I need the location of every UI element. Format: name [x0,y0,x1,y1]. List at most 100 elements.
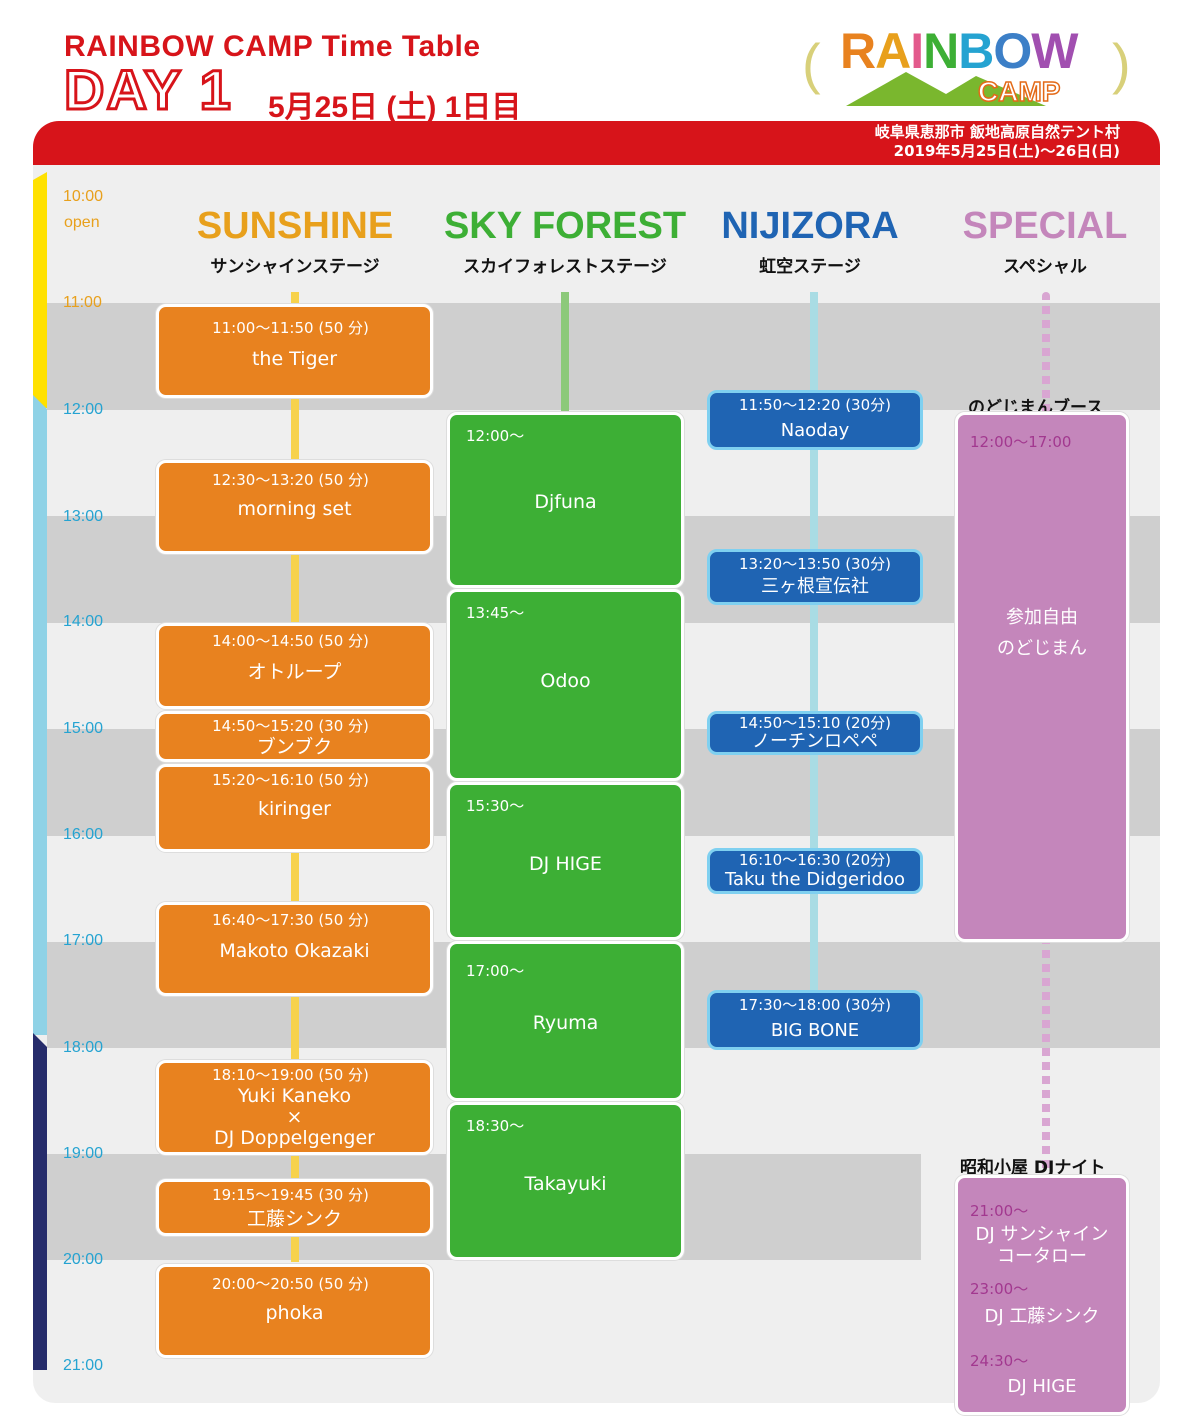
skyforest-set: 15:30〜 DJ HIGE [447,782,684,940]
set-artist: Yuki Kaneko [237,1085,352,1107]
rainbow-camp-logo: ( ) RAINBOW CAMP [800,18,1140,108]
set-time: 17:30〜18:00 (30分) [738,996,891,1014]
set-time: 14:00〜14:50 (50 分) [212,632,369,650]
dj-name: DJ HIGE [1007,1376,1077,1397]
stage-name-jp: スペシャル [1003,257,1087,277]
stage-name-jp: スカイフォレストステージ [463,257,667,277]
set-artist: Odoo [540,670,591,692]
time-21: 21:00 [63,1357,104,1374]
logo-paren-left: ( [802,32,821,95]
logo-letter: R [840,23,876,79]
stage-header-skyforest: SKY FOREST スカイフォレストステージ [440,204,690,277]
stage-name-jp: サンシャインステージ [210,257,380,277]
dj-name: DJ サンシャイン [975,1224,1109,1245]
stage-header-special: SPECIAL スペシャル [945,204,1145,277]
page-title: RAINBOW CAMP Time Table [64,30,481,63]
skyforest-line [561,292,569,412]
dj-name-2: コータロー [997,1246,1087,1267]
skyforest-set: 13:45〜 Odoo [447,589,684,781]
day-label: DAY 1 [63,58,233,121]
open-label: open [64,214,100,231]
logo-letter: O [993,23,1032,79]
set-artist: phoka [265,1302,324,1324]
sunshine-set: 14:00〜14:50 (50 分) オトループ [156,623,433,709]
time-13: 13:00 [63,508,104,525]
skyforest-set: 18:30〜 Takayuki [447,1102,684,1260]
set-time: 15:20〜16:10 (50 分) [212,771,369,789]
stage-name: NIJIZORA [721,205,899,247]
set-artist: Makoto Okazaki [219,940,370,962]
booth-time: 12:00〜17:00 [970,433,1072,451]
set-time: 13:20〜13:50 (30分) [738,555,891,573]
set-time: 16:40〜17:30 (50 分) [212,911,369,929]
dj-night-label: 昭和小屋 DJナイト [960,1158,1106,1178]
nijizora-set: 11:50〜12:20 (30分) Naoday [707,390,923,450]
set-time: 11:00〜11:50 (50 分) [212,319,369,337]
logo-wordmark: RAINBOW [840,23,1078,79]
venue-bar: 岐阜県恵那市 飯地高原自然テント村 2019年5月25日(土)〜26日(日) [33,121,1160,165]
timebar-night [33,1033,47,1370]
time-15: 15:00 [63,720,104,737]
dj-name: DJ 工藤シンク [984,1306,1100,1327]
set-time: 17:00〜 [466,962,525,980]
set-artist: kiringer [258,798,331,820]
stage-header-nijizora: NIJIZORA 虹空ステージ [710,204,910,277]
set-artist: Djfuna [534,491,597,513]
time-14: 14:00 [63,613,104,630]
set-time: 11:50〜12:20 (30分) [738,396,891,414]
time-17: 17:00 [63,932,104,949]
sunshine-set: 19:15〜19:45 (30 分) 工藤シンク [156,1179,433,1236]
stage-name-jp: 虹空ステージ [759,257,861,277]
mountain-icon [846,72,1046,106]
set-artist: Taku the Didgeridoo [725,869,905,890]
set-artist: 三ヶ根宣伝社 [761,576,869,597]
logo-camp: CAMP [977,75,1061,108]
set-time: 12:30〜13:20 (50 分) [212,471,369,489]
set-artist: Naoday [780,420,850,441]
dj-time: 24:30〜 [970,1352,1029,1370]
venue-info: 岐阜県恵那市 飯地高原自然テント村 2019年5月25日(土)〜26日(日) [875,123,1120,161]
set-time: 12:00〜 [466,427,525,445]
time-12: 12:00 [63,401,104,418]
set-artist: the Tiger [251,348,338,370]
set-time: 19:15〜19:45 (30 分) [212,1186,369,1204]
nijizora-line [810,292,818,992]
timebar-day [33,395,47,1035]
set-artist: morning set [237,498,352,520]
stage-name: SUNSHINE [196,205,394,247]
sunshine-set: 14:50〜15:20 (30 分) ブンブク [156,711,433,762]
set-time: 15:30〜 [466,797,525,815]
date-label: 5月25日 (土) 1日目 [268,91,522,124]
set-artist-2: DJ Doppelgenger [214,1127,375,1149]
logo-paren-right: ) [1112,32,1131,95]
nijizora-set: 14:50〜15:10 (20分) ノーチンロペペ [707,711,923,755]
logo-letter: I [910,23,924,79]
time-open: 10:00 [63,188,104,205]
nijizora-set: 16:10〜16:30 (20分) Taku the Didgeridoo [707,848,923,894]
skyforest-set: 12:00〜 Djfuna [447,412,684,588]
time-16: 16:00 [63,826,104,843]
logo-letter: W [1031,23,1078,79]
set-time: 14:50〜15:20 (30 分) [212,717,369,735]
dj-time: 21:00〜 [970,1202,1029,1220]
set-time: 18:30〜 [466,1117,525,1135]
skyforest-set: 17:00〜 Ryuma [447,941,684,1101]
booth-text: のどじまん [997,638,1087,659]
sunshine-set: 11:00〜11:50 (50 分) the Tiger [156,304,433,398]
set-artist: Ryuma [532,1012,599,1034]
nijizora-set: 13:20〜13:50 (30分) 三ヶ根宣伝社 [707,549,923,605]
set-time: 20:00〜20:50 (50 分) [212,1275,369,1293]
logo-letter: N [923,23,959,79]
stage-header-sunshine: SUNSHINE サンシャインステージ [185,204,405,277]
dj-time: 23:00〜 [970,1280,1029,1298]
set-artist: BIG BONE [770,1020,860,1041]
time-18: 18:00 [63,1039,104,1056]
set-artist: ノーチンロペペ [752,731,878,752]
booth-text: 参加自由 [1006,607,1078,628]
sunshine-set: 18:10〜19:00 (50 分) Yuki Kaneko × DJ Dopp… [156,1060,433,1155]
venue-dates: 2019年5月25日(土)〜26日(日) [893,142,1120,160]
logo-letter: B [958,23,994,79]
special-booth: 12:00〜17:00 参加自由 のどじまん [955,412,1129,942]
set-artist: 工藤シンク [246,1208,342,1230]
timebar-morning [33,172,47,408]
